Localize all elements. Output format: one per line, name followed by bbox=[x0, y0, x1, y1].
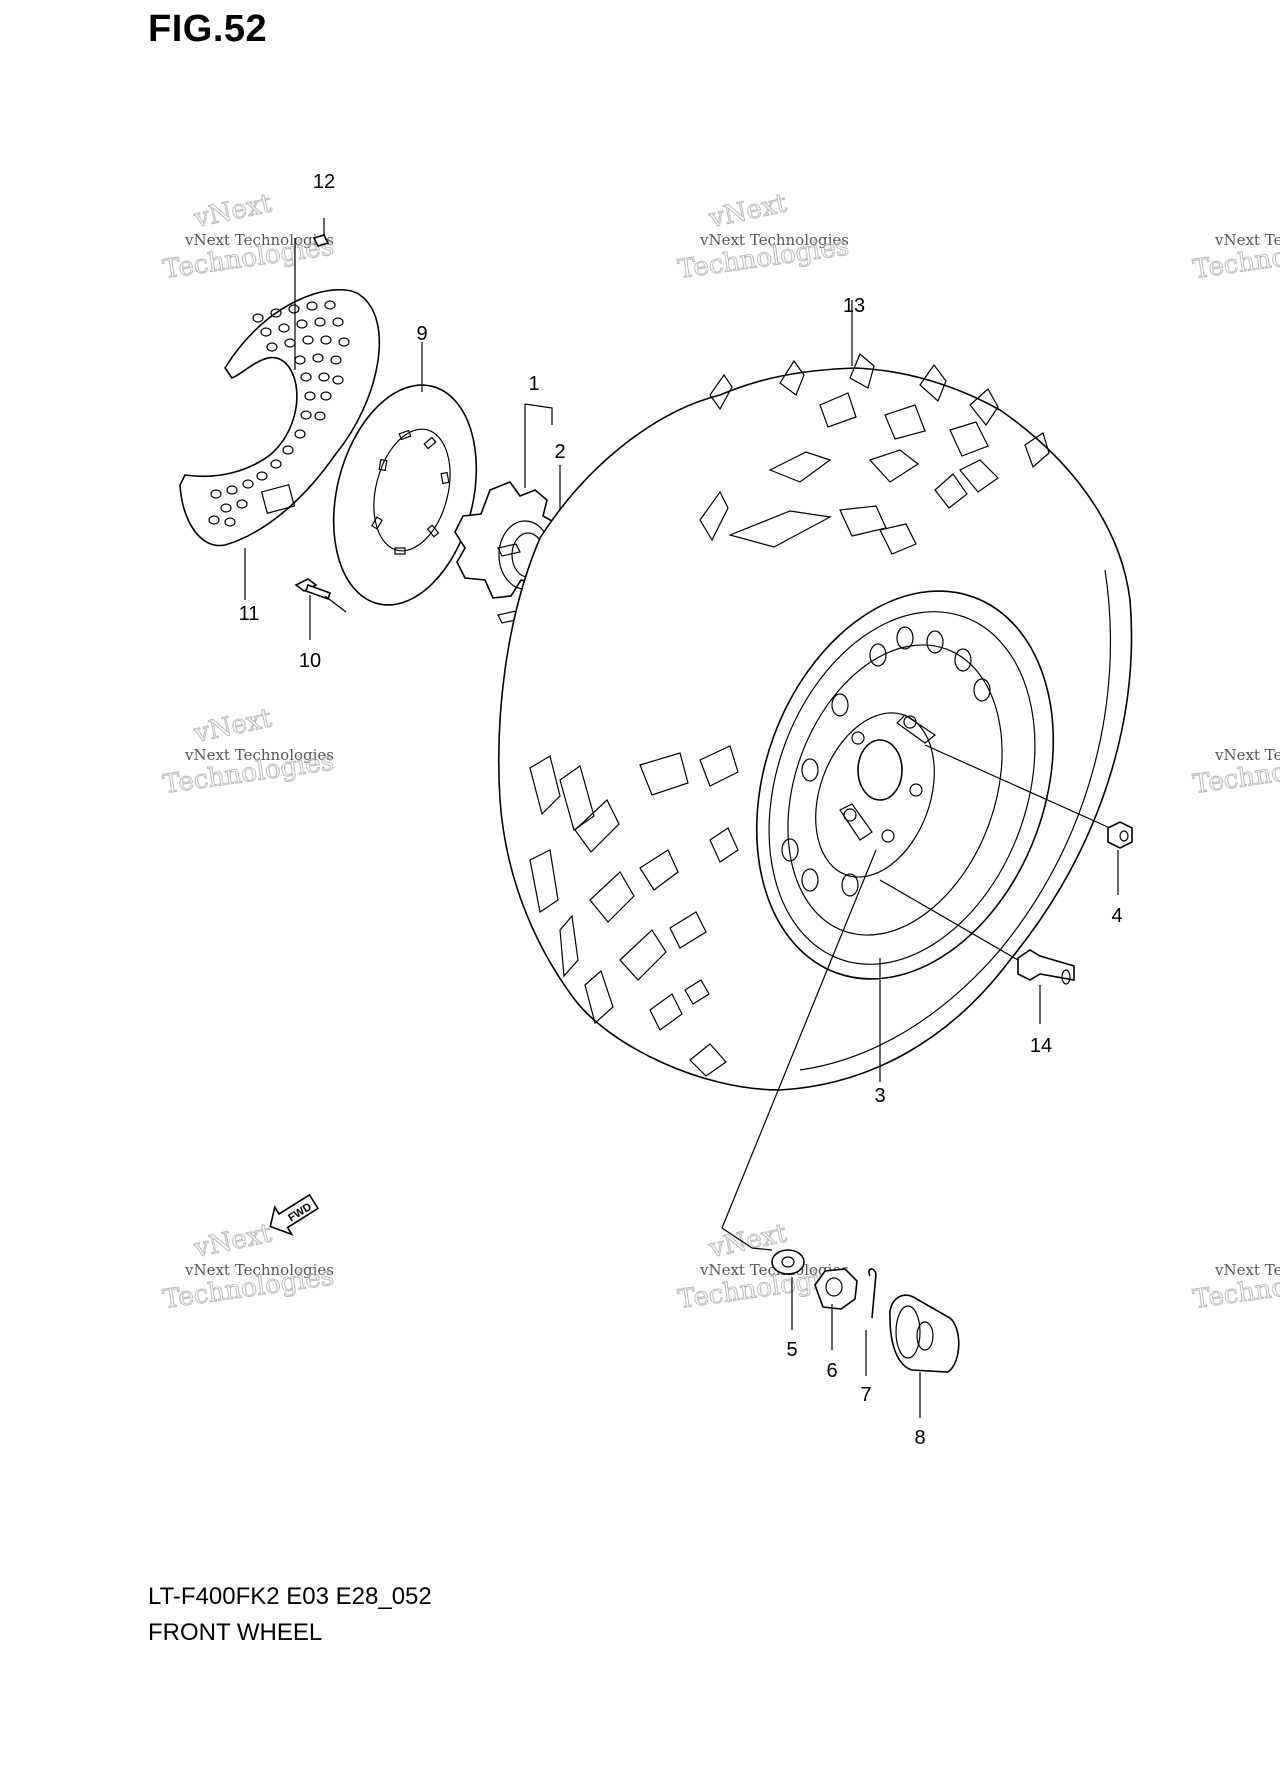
callout-12: 12 bbox=[313, 171, 335, 193]
svg-text:vNext: vNext bbox=[706, 188, 790, 234]
svg-text:vNext Technologies: vNext Technologies bbox=[699, 1261, 849, 1279]
watermark: vNext Technologies Technologies vNext bbox=[161, 188, 337, 286]
svg-text:vNext: vNext bbox=[191, 188, 275, 234]
diagram-name-caption: FRONT WHEEL bbox=[148, 1619, 323, 1646]
callout-1: 1 bbox=[528, 373, 539, 395]
part-10-bolt bbox=[294, 578, 347, 640]
svg-text:vNext: vNext bbox=[191, 703, 275, 749]
watermark: vNext Technologies Technologies vNext bbox=[161, 703, 337, 801]
part-14-valve-stem bbox=[1017, 949, 1075, 1024]
svg-text:vNext Technologies: vNext Technologies bbox=[1214, 746, 1280, 764]
svg-text:vNext Technologies: vNext Technologies bbox=[699, 231, 849, 249]
callout-10: 10 bbox=[299, 650, 321, 672]
part-8-hub-cap bbox=[889, 1294, 960, 1418]
svg-text:vNext Technologies: vNext Technologies bbox=[184, 1261, 334, 1279]
callout-6: 6 bbox=[826, 1360, 837, 1382]
part-3-wheel-rim bbox=[721, 590, 1111, 1251]
svg-text:vNext Technologies: vNext Technologies bbox=[1214, 231, 1280, 249]
svg-text:vNext Technologies: vNext Technologies bbox=[1214, 1261, 1280, 1279]
part-11-disc-guard bbox=[179, 288, 381, 600]
part-12-screw bbox=[294, 218, 330, 370]
callout-2: 2 bbox=[554, 441, 565, 463]
callout-4: 4 bbox=[1111, 905, 1122, 927]
watermark: vNext Technologies Technologies vNext bbox=[676, 188, 852, 286]
watermark: vNext Technologies Technologies bbox=[1191, 746, 1280, 801]
figure-title: FIG.52 bbox=[148, 8, 268, 50]
callout-3: 3 bbox=[874, 1085, 885, 1107]
callout-5: 5 bbox=[786, 1339, 797, 1361]
callout-9: 9 bbox=[416, 323, 427, 345]
part-4-nut bbox=[1107, 821, 1133, 895]
part-7-cotter-pin bbox=[865, 1268, 877, 1376]
svg-text:vNext Technologies: vNext Technologies bbox=[184, 231, 334, 249]
callout-11: 11 bbox=[239, 603, 260, 625]
watermark: vNext Technologies Technologies bbox=[1191, 231, 1280, 286]
part-9-brake-disc bbox=[332, 342, 478, 606]
part-5-washer bbox=[771, 1249, 805, 1330]
svg-text:vNext: vNext bbox=[191, 1218, 275, 1264]
part-6-castle-nut bbox=[814, 1268, 858, 1350]
callout-7: 7 bbox=[860, 1384, 871, 1406]
watermark: vNext Technologies Technologies vNext bbox=[161, 1218, 337, 1316]
model-caption: LT-F400FK2 E03 E28_052 bbox=[148, 1583, 432, 1610]
callout-13: 13 bbox=[843, 295, 865, 317]
callout-14: 14 bbox=[1030, 1035, 1052, 1057]
fwd-direction-arrow: FWD bbox=[269, 1193, 320, 1236]
svg-text:vNext Technologies: vNext Technologies bbox=[184, 746, 334, 764]
callout-8: 8 bbox=[914, 1427, 925, 1449]
watermark: vNext Technologies Technologies bbox=[1191, 1261, 1280, 1316]
